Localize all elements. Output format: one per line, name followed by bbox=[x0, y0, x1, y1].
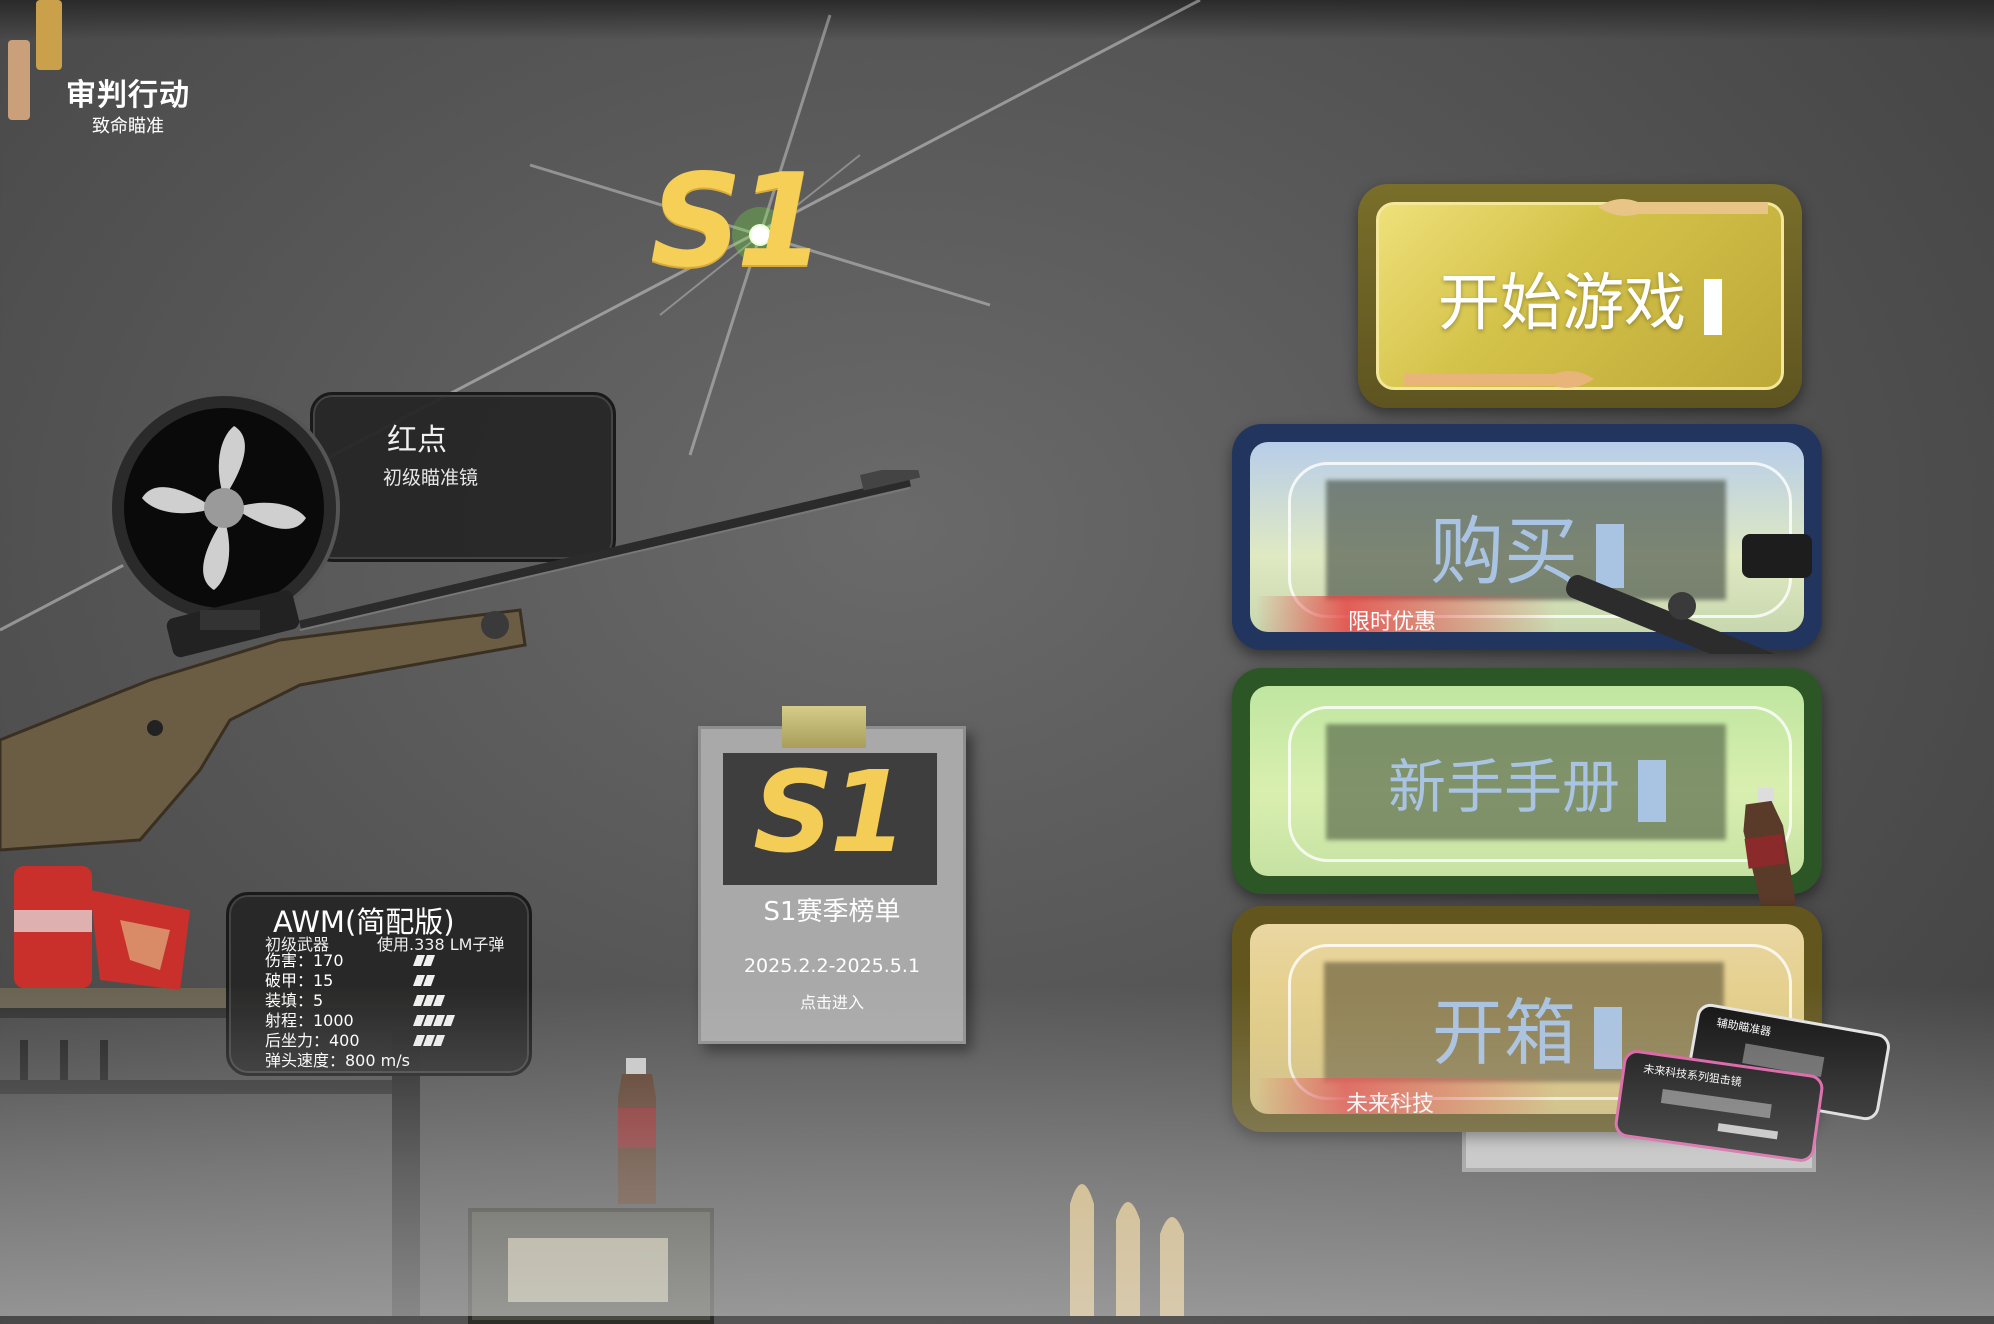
crate-label: 开箱 bbox=[1431, 991, 1576, 1075]
weapon-stats-list: 伤害：170 破甲：15 装填：5 射程：1000 后坐力：400 弹头速度：8… bbox=[265, 951, 525, 1071]
reward-card-title: 辅助瞄准器 bbox=[1715, 1016, 1773, 1039]
stat-row: 后坐力：400 bbox=[265, 1031, 525, 1051]
start-game-button[interactable]: 开始游戏 bbox=[1358, 184, 1802, 408]
stat-label: 破甲：15 bbox=[265, 971, 334, 990]
manual-label: 新手手册 bbox=[1387, 753, 1620, 821]
label-bar-icon bbox=[1704, 278, 1722, 335]
poster-hint: 点击进入 bbox=[799, 993, 864, 1012]
crate-box bbox=[468, 1208, 714, 1324]
stat-row: 破甲：15 bbox=[265, 971, 525, 991]
reward-card-title: 未来科技系列狙击镜 bbox=[1642, 1062, 1743, 1089]
buy-promo-tag: 限时优惠 bbox=[1348, 610, 1437, 635]
stat-row: 射程：1000 bbox=[265, 1011, 525, 1031]
top-shade bbox=[0, 0, 1994, 40]
stat-row: 装填：5 bbox=[265, 991, 525, 1011]
button-glass-outline bbox=[1288, 706, 1792, 862]
bottle-icon bbox=[618, 1058, 656, 1204]
crate-promo-tag: 未来科技 bbox=[1346, 1092, 1435, 1117]
scope-card[interactable]: 红点 初级瞄准镜 bbox=[310, 392, 616, 562]
label-bar-icon bbox=[1638, 759, 1666, 822]
label-bar-icon bbox=[1594, 1007, 1622, 1070]
bullet-decor-icon bbox=[1404, 370, 1594, 388]
stat-label: 装填：5 bbox=[265, 991, 324, 1010]
poster-badge: S1 bbox=[753, 748, 908, 878]
weapon-name: AWM(简配版) bbox=[273, 905, 455, 939]
stat-pips bbox=[412, 971, 436, 991]
poster-title: S1赛季榜单 bbox=[763, 897, 901, 927]
buy-label: 购买 bbox=[1430, 509, 1578, 595]
table-edge bbox=[0, 1080, 420, 1094]
label-bar-icon bbox=[1596, 524, 1624, 589]
stat-label: 后坐力：400 bbox=[265, 1031, 360, 1050]
sniper-scope-icon bbox=[1566, 534, 1812, 654]
poster-dates: 2025.2.2-2025.5.1 bbox=[743, 955, 921, 977]
stat-row: 弹头速度：800 m/s bbox=[265, 1051, 525, 1071]
stat-label: 射程：1000 bbox=[265, 1011, 354, 1030]
season-badge-title: S1 bbox=[650, 147, 825, 296]
scope-fan-icon[interactable] bbox=[106, 390, 346, 630]
buy-button[interactable]: 限时优惠 购买 bbox=[1232, 424, 1822, 654]
poster-image: S1 bbox=[723, 753, 937, 885]
poster-tape bbox=[782, 706, 866, 748]
logo-subtitle: 致命瞄准 bbox=[92, 116, 164, 137]
logo-title: 审判行动 bbox=[66, 78, 190, 113]
beginner-manual-button[interactable]: 新手手册 bbox=[1232, 668, 1822, 916]
weapon-stats-card[interactable]: AWM(简配版) 初级武器 使用.338 LM子弹 伤害：170 破甲：15 装… bbox=[226, 892, 532, 1076]
stat-pips bbox=[412, 951, 436, 971]
stat-pips bbox=[412, 1031, 446, 1051]
bullet-icon bbox=[8, 0, 62, 120]
season-leaderboard-poster[interactable]: S1 S1赛季榜单 2025.2.2-2025.5.1 点击进入 bbox=[698, 726, 966, 1044]
stat-row: 伤害：170 bbox=[265, 951, 525, 971]
drink-bottle-icon bbox=[1743, 788, 1797, 916]
stat-label: 伤害：170 bbox=[265, 951, 344, 970]
awm-rifle-image[interactable] bbox=[0, 470, 930, 860]
weapon-tier: 初级武器 bbox=[265, 935, 330, 954]
scope-desc: 初级瞄准镜 bbox=[383, 467, 479, 489]
button-dark-inset bbox=[1326, 480, 1726, 600]
stat-label: 弹头速度：800 m/s bbox=[265, 1051, 410, 1070]
stat-pips bbox=[412, 991, 446, 1011]
bullet-decor-icon bbox=[1598, 198, 1768, 216]
bullets-icon bbox=[1070, 1184, 1184, 1316]
scope-name: 红点 bbox=[387, 423, 447, 458]
start-game-label: 开始游戏 bbox=[1437, 266, 1686, 339]
promo-glow bbox=[1256, 596, 1556, 632]
weapon-ammo: 使用.338 LM子弹 bbox=[377, 935, 505, 954]
game-logo: 审判行动 致命瞄准 bbox=[58, 70, 198, 138]
stat-pips bbox=[412, 1011, 456, 1031]
